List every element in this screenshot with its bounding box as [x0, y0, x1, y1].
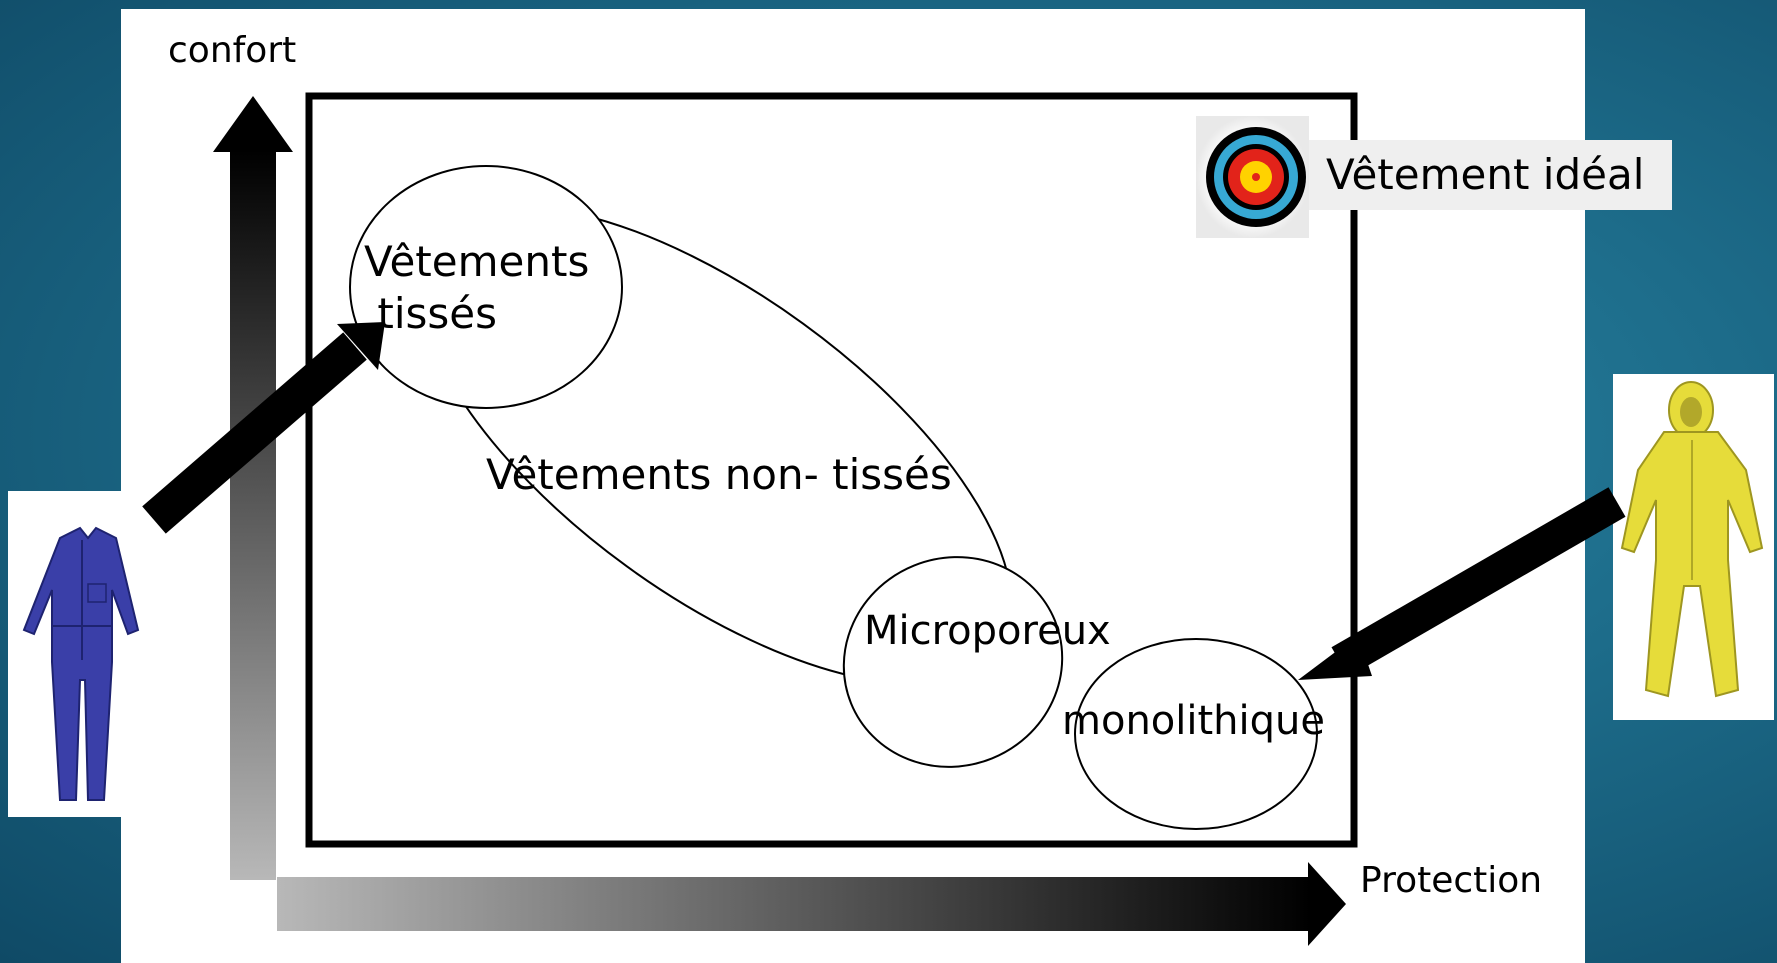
y-axis-arrow — [213, 96, 293, 880]
archery-target-icon — [1196, 116, 1309, 238]
ideal-label-bg — [1309, 140, 1672, 210]
y-axis-label: confort — [168, 30, 297, 71]
blue-coverall-icon — [8, 491, 140, 817]
nonwoven-label: Vêtements non- tissés — [486, 450, 952, 499]
plot-frame — [305, 92, 1358, 848]
woven-region — [349, 165, 623, 409]
ideal-label: Vêtement idéal — [1326, 150, 1645, 199]
woven-label: Vêtements tissés — [364, 237, 590, 338]
monolithic-region — [1074, 638, 1318, 830]
arrow-to-woven — [142, 322, 385, 534]
x-axis-arrow — [277, 862, 1346, 946]
x-axis-label: Protection — [1360, 860, 1543, 901]
monolithic-label: monolithique — [1062, 698, 1325, 744]
microporous-label: Microporeux — [864, 608, 1111, 654]
yellow-hazmat-suit-icon — [1613, 374, 1774, 720]
microporous-region — [842, 556, 1064, 768]
arrow-to-monolithic — [1298, 487, 1626, 680]
